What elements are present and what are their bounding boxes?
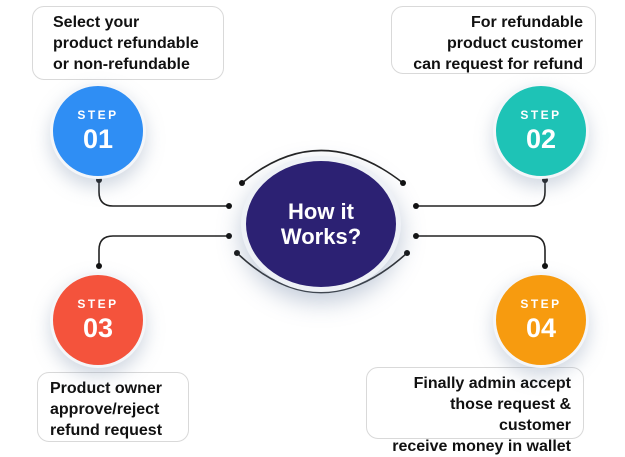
center-title-line1: How it bbox=[288, 199, 354, 224]
connector-step1 bbox=[98, 180, 229, 207]
step-label: STEP bbox=[77, 297, 119, 311]
step3-desc-line: refund request bbox=[50, 422, 163, 439]
top-arc bbox=[241, 149, 404, 184]
dot bbox=[239, 180, 245, 186]
dot bbox=[413, 233, 419, 239]
connector-step2 bbox=[416, 180, 546, 207]
dot bbox=[234, 250, 240, 256]
dot bbox=[542, 263, 548, 269]
dot bbox=[413, 203, 419, 209]
step3-desc-line: approve/reject bbox=[50, 401, 160, 418]
center-hub: How it Works? bbox=[241, 156, 401, 292]
connectors bbox=[96, 149, 548, 294]
step2-desc-line: For refundable bbox=[470, 14, 583, 31]
step2-badge: STEP 02 bbox=[493, 83, 589, 179]
step1-desc-line: product refundable bbox=[53, 35, 199, 52]
step4-desc-line: those request & customer bbox=[450, 396, 571, 434]
bottom-arc bbox=[236, 252, 408, 294]
step1-description-box: Select your product refundable or non-re… bbox=[32, 6, 224, 80]
step1-desc-line: Select your bbox=[53, 14, 140, 31]
dot bbox=[226, 233, 232, 239]
step1-desc-line: or non-refundable bbox=[53, 56, 190, 73]
dot bbox=[400, 180, 406, 186]
step3-badge: STEP 03 bbox=[50, 272, 146, 368]
step1-badge: STEP 01 bbox=[50, 83, 146, 179]
step-number: 03 bbox=[82, 313, 114, 343]
step-label: STEP bbox=[520, 108, 562, 122]
step3-description-box: Product owner approve/reject refund requ… bbox=[37, 372, 189, 442]
step-label: STEP bbox=[77, 108, 119, 122]
step-number: 01 bbox=[82, 124, 114, 154]
dot bbox=[226, 203, 232, 209]
step2-desc-line: can request for refund bbox=[413, 56, 583, 73]
dot bbox=[96, 263, 102, 269]
step-number: 04 bbox=[525, 313, 557, 343]
step4-description-box: Finally admin accept those request & cus… bbox=[366, 367, 584, 455]
step2-description-box: For refundable product customer can requ… bbox=[391, 6, 596, 74]
step-label: STEP bbox=[520, 297, 562, 311]
step-number: 02 bbox=[525, 124, 557, 154]
step4-desc-line: receive money in wallet bbox=[392, 438, 571, 455]
step4-badge: STEP 04 bbox=[493, 272, 589, 368]
center-title-line2: Works? bbox=[280, 224, 362, 249]
connector-step4 bbox=[416, 235, 546, 266]
step2-desc-line: product customer bbox=[446, 35, 583, 52]
connector-step3 bbox=[98, 235, 229, 266]
step4-desc-line: Finally admin accept bbox=[413, 375, 571, 392]
step3-desc-line: Product owner bbox=[50, 380, 163, 397]
dot bbox=[404, 250, 410, 256]
